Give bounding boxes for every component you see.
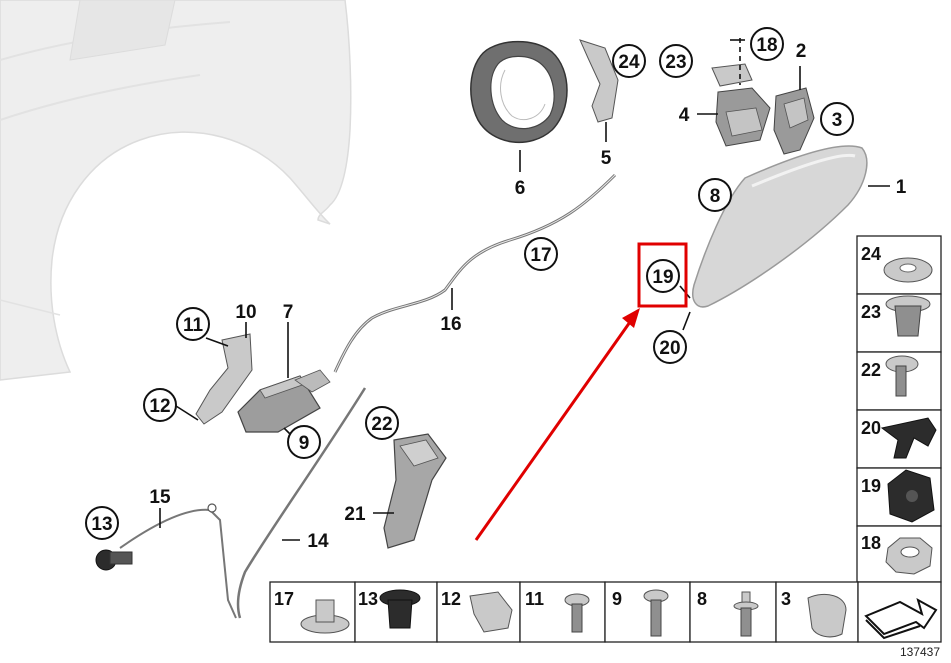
callout-24: 24 [618, 52, 640, 73]
retaining-clip-icon [469, 591, 513, 633]
cable-clip-icon [300, 599, 350, 634]
emergency-pull-cable [95, 503, 237, 619]
bottom-label-13: 13 [358, 589, 378, 609]
callout-14: 14 [307, 531, 329, 552]
side-label-23: 23 [861, 302, 881, 322]
callout-21: 21 [344, 504, 366, 525]
fuel-filler-flap [692, 145, 868, 308]
callout-18: 18 [756, 35, 777, 56]
callout-16: 16 [440, 314, 461, 335]
bushing-icon [885, 295, 931, 337]
bottom-label-3: 3 [781, 589, 791, 609]
bottom-label-8: 8 [697, 589, 707, 609]
side-label-24: 24 [861, 244, 881, 264]
side-label-19: 19 [861, 476, 881, 496]
actuator-bracket [195, 333, 253, 425]
callout-2: 2 [796, 41, 807, 62]
callout-labels: 24 23 18 3 8 17 19 20 11 12 9 22 13 2 4 … [85, 27, 907, 552]
torx-screw-icon [564, 593, 590, 633]
callout-12: 12 [149, 396, 170, 417]
fuel-flap-actuator [237, 369, 331, 433]
callout-23: 23 [665, 52, 686, 73]
emergency-release-rod [236, 387, 367, 619]
side-label-18: 18 [861, 533, 881, 553]
highlight-box [637, 242, 688, 308]
callout-13: 13 [91, 514, 112, 535]
diagram-reference-number: 137437 [900, 645, 940, 659]
callout-19: 19 [652, 267, 673, 288]
callout-22: 22 [371, 414, 392, 435]
fender-panel [0, 0, 352, 381]
release-cable [333, 173, 617, 373]
callout-1: 1 [896, 177, 907, 198]
callout-6: 6 [515, 178, 526, 199]
callout-8: 8 [710, 186, 721, 207]
callout-10: 10 [235, 302, 256, 323]
bottom-parts-table: 17 13 12 11 9 8 3 [269, 581, 942, 643]
hinge-assembly [711, 63, 815, 155]
rubber-clip-icon [880, 417, 937, 459]
grommet-icon [379, 589, 421, 629]
side-parts-table: 24 23 22 20 19 18 [856, 235, 942, 583]
callout-20: 20 [659, 338, 680, 359]
sleeve-icon [807, 594, 847, 638]
latch-bracket [383, 433, 447, 549]
bottom-label-11: 11 [525, 589, 544, 609]
hex-nut-icon [885, 537, 933, 575]
bottom-label-12: 12 [441, 589, 461, 609]
bottom-label-17: 17 [274, 589, 294, 609]
callout-5: 5 [601, 148, 612, 169]
stud-bolt-icon [733, 591, 759, 637]
highlight-arrow [474, 308, 640, 541]
screw-icon [885, 355, 919, 397]
callout-11: 11 [183, 315, 204, 336]
collar-screw-icon [643, 589, 669, 637]
callout-4: 4 [679, 105, 690, 126]
callout-7: 7 [283, 302, 294, 323]
callout-15: 15 [149, 487, 171, 508]
fuel-filler-housing [470, 40, 568, 144]
callout-3: 3 [832, 110, 843, 131]
side-label-20: 20 [861, 418, 881, 438]
side-label-22: 22 [861, 360, 881, 380]
bracket-part-5 [579, 39, 619, 123]
callout-17: 17 [530, 245, 551, 266]
bottom-label-9: 9 [612, 589, 622, 609]
next-page-arrow-icon [864, 597, 938, 640]
callout-9: 9 [299, 433, 310, 454]
